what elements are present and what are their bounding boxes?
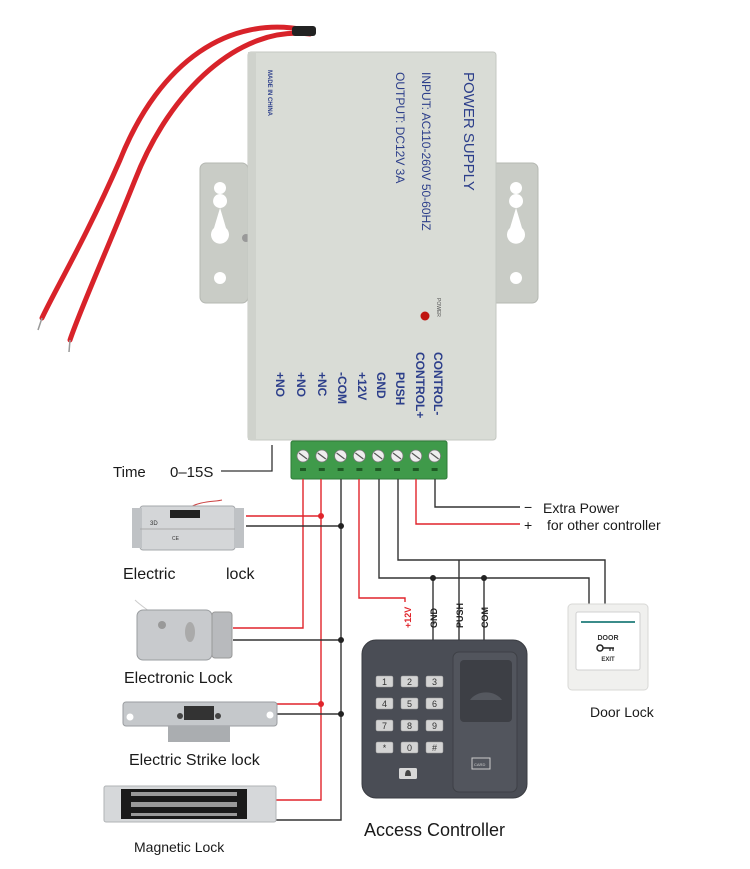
keypad-key: 5 <box>400 697 419 710</box>
terminal-label: GND <box>374 372 388 399</box>
magnetic-lock: Magnetic Lock <box>103 785 277 855</box>
card-reader-icon: CARD <box>471 757 491 770</box>
door-lock-label: Door Lock <box>590 704 655 720</box>
power-led-label: POWER <box>435 298 441 317</box>
terminal-screw <box>296 449 310 471</box>
extra-power-line1: Extra Power <box>543 500 620 516</box>
terminal-screw <box>334 449 348 471</box>
svg-text:3D: 3D <box>150 521 158 527</box>
controller-wire-label: COM <box>480 607 490 628</box>
exit-bottom-text: EXIT <box>601 657 615 663</box>
electric-strike-lock: Electric Strike lock <box>122 701 278 769</box>
terminal-label: +NO <box>294 372 308 397</box>
extra-power-plus: + <box>524 517 532 533</box>
svg-text:7: 7 <box>382 721 387 731</box>
terminal-label: -COM <box>335 372 349 404</box>
keypad-key: 8 <box>400 719 419 732</box>
svg-text:1: 1 <box>382 677 387 687</box>
svg-text:CE: CE <box>172 536 180 542</box>
psu-made-in: MADE IN CHINA <box>266 70 272 117</box>
keypad-key: 7 <box>375 719 394 732</box>
terminal-screw <box>315 449 329 471</box>
keypad-key: 1 <box>375 675 394 688</box>
wire-no1-electronic-lock <box>233 479 304 629</box>
svg-text:6: 6 <box>432 699 437 709</box>
psu-output-spec: OUTPUT: DC12V 3A <box>393 72 407 183</box>
wire-no2-bus <box>276 479 322 801</box>
terminal-label: CONTROL+ <box>413 352 427 418</box>
terminal-labels: +NO +NO +NC -COM +12V GND PUSH CONTROL+ CONTROL- <box>273 352 445 418</box>
power-led <box>420 311 430 321</box>
time-annotation: Time 0–15S <box>113 445 273 481</box>
controller-wire-label: +12V <box>403 607 413 628</box>
time-value: 0–15S <box>170 464 213 481</box>
keypad-key: 6 <box>425 697 444 710</box>
controller-wire-label: PUSH <box>455 603 465 628</box>
terminal-block <box>290 440 448 480</box>
extra-power-annotation: − Extra Power + for other controller <box>524 499 661 533</box>
electric-lock-label-2: lock <box>226 566 255 583</box>
keypad-key: 3 <box>425 675 444 688</box>
exit-button: DOOR EXIT Door Lock <box>567 603 655 720</box>
terminal-screw <box>428 449 442 471</box>
magnetic-lock-label: Magnetic Lock <box>134 839 225 855</box>
doorbell-button <box>399 768 417 779</box>
ac-input-wires <box>37 24 316 353</box>
svg-text:#: # <box>432 743 437 753</box>
svg-text:8: 8 <box>407 721 412 731</box>
terminal-label: +NC <box>315 372 329 397</box>
wire-12v-controller <box>358 479 406 602</box>
controller-wire-label: GND <box>429 608 439 629</box>
electric-lock: 3D CE Electric lock <box>123 499 255 583</box>
psu-title: POWER SUPPLY <box>460 72 477 191</box>
keypad-key: 2 <box>400 675 419 688</box>
access-controller: +12V GND PUSH COM CARD 1 2 3 4 5 6 7 8 9 * 0 # Access … <box>361 603 528 840</box>
wiring <box>233 479 606 821</box>
keypad-key: 4 <box>375 697 394 710</box>
electric-strike-lock-label: Electric Strike lock <box>129 752 261 769</box>
terminal-screw <box>390 449 404 471</box>
terminal-screw <box>409 449 423 471</box>
svg-text:2: 2 <box>407 677 412 687</box>
electronic-lock-label: Electronic Lock <box>124 670 233 687</box>
svg-text:9: 9 <box>432 721 437 731</box>
extra-power-minus: − <box>524 499 532 515</box>
psu-input-spec: INPUT: AC110-260V 50-60HZ <box>419 72 433 231</box>
power-supply-unit: POWER SUPPLY INPUT: AC110-260V 50-60HZ O… <box>199 51 539 441</box>
svg-text:4: 4 <box>382 699 387 709</box>
wire-control-minus <box>434 479 520 508</box>
terminal-screw <box>371 449 385 471</box>
keypad-key: * <box>375 741 394 754</box>
electric-lock-label: Electric <box>123 566 175 583</box>
keypad-key: 0 <box>400 741 419 754</box>
svg-text:3: 3 <box>432 677 437 687</box>
svg-text:0: 0 <box>407 743 412 753</box>
terminal-label: +12V <box>355 372 369 400</box>
wire-com-bus <box>276 479 342 821</box>
time-label: Time <box>113 464 146 481</box>
keypad-key: 9 <box>425 719 444 732</box>
bell-icon <box>405 770 411 776</box>
wire-push <box>397 479 606 605</box>
extra-power-line2: for other controller <box>547 517 661 533</box>
electronic-lock: Electronic Lock <box>124 599 233 687</box>
svg-text:5: 5 <box>407 699 412 709</box>
key-icon <box>596 644 614 652</box>
wire-control-plus <box>415 479 520 525</box>
terminal-label: +NO <box>273 372 287 397</box>
svg-text:*: * <box>383 743 387 753</box>
terminal-screw <box>352 449 366 471</box>
keypad: 1 2 3 4 5 6 7 8 9 * 0 # <box>375 675 444 754</box>
exit-top-text: DOOR <box>598 635 619 642</box>
access-controller-label: Access Controller <box>364 820 505 840</box>
svg-text:CARD: CARD <box>474 762 485 767</box>
keypad-key: # <box>425 741 444 754</box>
wire-junctions <box>318 513 487 717</box>
terminal-label: CONTROL- <box>431 352 445 415</box>
terminal-label: PUSH <box>393 372 407 405</box>
